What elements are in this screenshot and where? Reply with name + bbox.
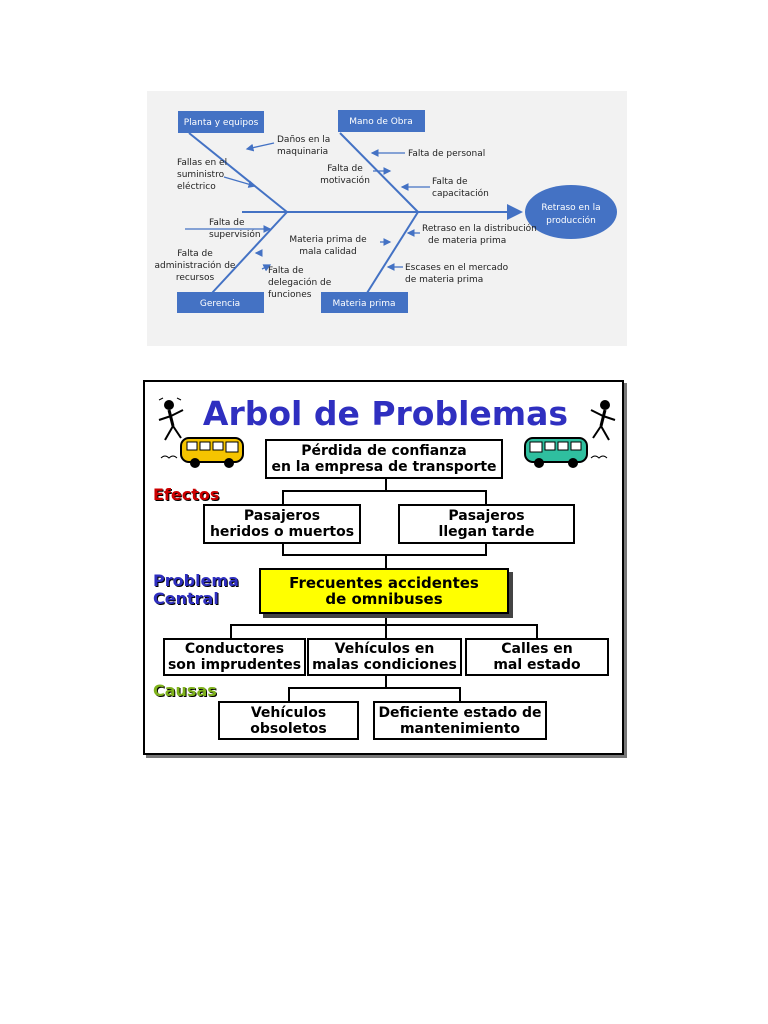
cause-administracion-1: Falta de xyxy=(177,249,213,259)
bone-gerencia xyxy=(211,211,288,294)
cause-retraso-dist-1: Retraso en la distribución xyxy=(422,223,537,234)
cause-box-calles: Calles en mal estado xyxy=(465,638,609,676)
cause-delegacion-3: funciones xyxy=(268,290,312,300)
connector xyxy=(485,544,487,556)
connector xyxy=(385,624,387,638)
cause-danos-2: maquinaria xyxy=(277,147,328,157)
tree-title: Arbol de Problemas xyxy=(202,394,569,433)
effect-line-2: producción xyxy=(546,215,596,226)
category-box-materia xyxy=(321,292,408,313)
connector xyxy=(385,478,387,490)
subcause-box-mantenimiento: Deficiente estado de mantenimiento xyxy=(373,701,547,740)
cause-delegacion-1: Falta de xyxy=(268,266,304,276)
category-materia-text: Materia prima xyxy=(332,299,395,309)
connector xyxy=(385,614,387,626)
cause-delegacion-2: delegación de xyxy=(268,277,332,288)
cause-box-vehiculos: Vehículos en malas condiciones xyxy=(307,638,462,676)
cause-personal: Falta de personal xyxy=(408,149,485,159)
top-effect-line-1: Pérdida de confianza xyxy=(301,443,467,459)
cause-materia-calidad-1: Materia prima de xyxy=(289,235,367,245)
cause-fallas-2: suministro xyxy=(177,170,225,180)
connector xyxy=(536,624,538,638)
category-planta-text: Planta y equipos xyxy=(184,118,259,128)
connector xyxy=(459,687,461,701)
connector xyxy=(282,490,487,492)
effect-2-line-1: Pasajeros xyxy=(448,508,525,524)
effect-line-1: Retraso en la xyxy=(541,203,600,213)
cause-fallas-3: eléctrico xyxy=(177,181,216,192)
subcause-box-obsoletos: Vehículos obsoletos xyxy=(218,701,359,740)
subcause-1-line-1: Vehículos xyxy=(250,704,327,721)
cause-administracion-2: administración de xyxy=(155,260,236,271)
effect-ellipse xyxy=(525,185,617,239)
cause-fallas-1: Fallas en el xyxy=(177,158,227,168)
effect-1-line-1: Pasajeros xyxy=(243,508,321,524)
cause-capacitacion-2: capacitación xyxy=(432,188,489,199)
cause-motivacion-2: motivación xyxy=(320,175,370,186)
bone-materia xyxy=(366,211,419,294)
effect-box-heridos: Pasajeros heridos o muertos xyxy=(203,504,361,544)
bone-mano xyxy=(339,132,419,213)
central-problem-box: Frecuentes accidentes de omnibuses xyxy=(259,568,509,614)
label-efectos: Efectos xyxy=(153,485,220,504)
cause-capacitacion-1: Falta de xyxy=(432,177,468,187)
fishbone-diagram: Planta y equipos Mano de Obra Gerencia M… xyxy=(147,91,627,346)
category-box-mano xyxy=(338,110,425,132)
bus-green-icon xyxy=(524,437,608,468)
subcause-2-line-2: mantenimiento xyxy=(399,720,521,737)
connector xyxy=(230,624,232,638)
cause-2-line-1: Vehículos en xyxy=(334,641,435,657)
connector xyxy=(282,544,284,556)
label-causas: Causas xyxy=(153,681,217,700)
top-effect-box: Pérdida de confianza en la empresa de tr… xyxy=(265,439,503,479)
stick-figure-right-icon xyxy=(590,400,616,441)
label-central: Central xyxy=(153,589,219,608)
category-mano-text: Mano de Obra xyxy=(349,117,412,127)
arrow-fallas xyxy=(223,176,257,188)
cause-supervision-2: supervisión xyxy=(209,229,261,240)
connector xyxy=(485,490,487,504)
subcause-2-line-1: Deficiente estado de xyxy=(378,704,542,721)
bone-planta xyxy=(188,132,288,213)
connector xyxy=(385,554,387,568)
top-effect-line-2: en la empresa de transporte xyxy=(271,459,497,475)
category-box-gerencia xyxy=(177,292,264,313)
central-line-2: de omnibuses xyxy=(325,590,443,608)
cause-2-line-2: malas condiciones xyxy=(312,657,457,673)
cause-box-conductores: Conductores son imprudentes xyxy=(163,638,306,676)
connector xyxy=(282,490,284,504)
cause-materia-calidad-2: mala calidad xyxy=(299,247,357,257)
cause-motivacion-1: Falta de xyxy=(327,164,363,174)
cause-retraso-dist-2: de materia prima xyxy=(428,236,506,246)
cause-1-line-2: son imprudentes xyxy=(167,657,302,673)
stick-figure-left-icon xyxy=(158,397,184,441)
category-box-planta xyxy=(178,111,264,133)
label-problema: Problema xyxy=(153,571,239,590)
cause-escases-1: Escases en el mercado xyxy=(405,263,509,273)
category-gerencia-text: Gerencia xyxy=(200,299,240,309)
central-line-1: Frecuentes accidentes xyxy=(289,574,479,592)
cause-3-line-1: Calles en xyxy=(501,641,573,657)
connector xyxy=(288,687,461,689)
effect-1-line-2: heridos o muertos xyxy=(209,524,355,540)
cause-administracion-3: recursos xyxy=(176,273,215,283)
fishbone-svg: Planta y equipos Mano de Obra Gerencia M… xyxy=(155,110,617,313)
connector xyxy=(282,554,487,556)
cause-danos-1: Daños en la xyxy=(277,135,330,145)
arrow-delegacion xyxy=(261,264,272,272)
connector xyxy=(288,687,290,701)
connector xyxy=(230,624,538,626)
effect-box-tarde: Pasajeros llegan tarde xyxy=(398,504,575,544)
effect-2-line-2: llegan tarde xyxy=(438,524,535,540)
arrow-danos xyxy=(245,142,275,152)
connector xyxy=(385,676,387,688)
subcause-1-line-2: obsoletos xyxy=(250,720,327,737)
problem-tree-panel: Arbol de Problemas xyxy=(143,380,624,755)
cause-1-line-1: Conductores xyxy=(184,641,285,657)
cause-3-line-2: mal estado xyxy=(493,657,581,673)
cause-supervision-1: Falta de xyxy=(209,218,245,228)
cause-escases-2: de materia prima xyxy=(405,275,483,285)
bus-yellow-icon xyxy=(160,437,244,468)
